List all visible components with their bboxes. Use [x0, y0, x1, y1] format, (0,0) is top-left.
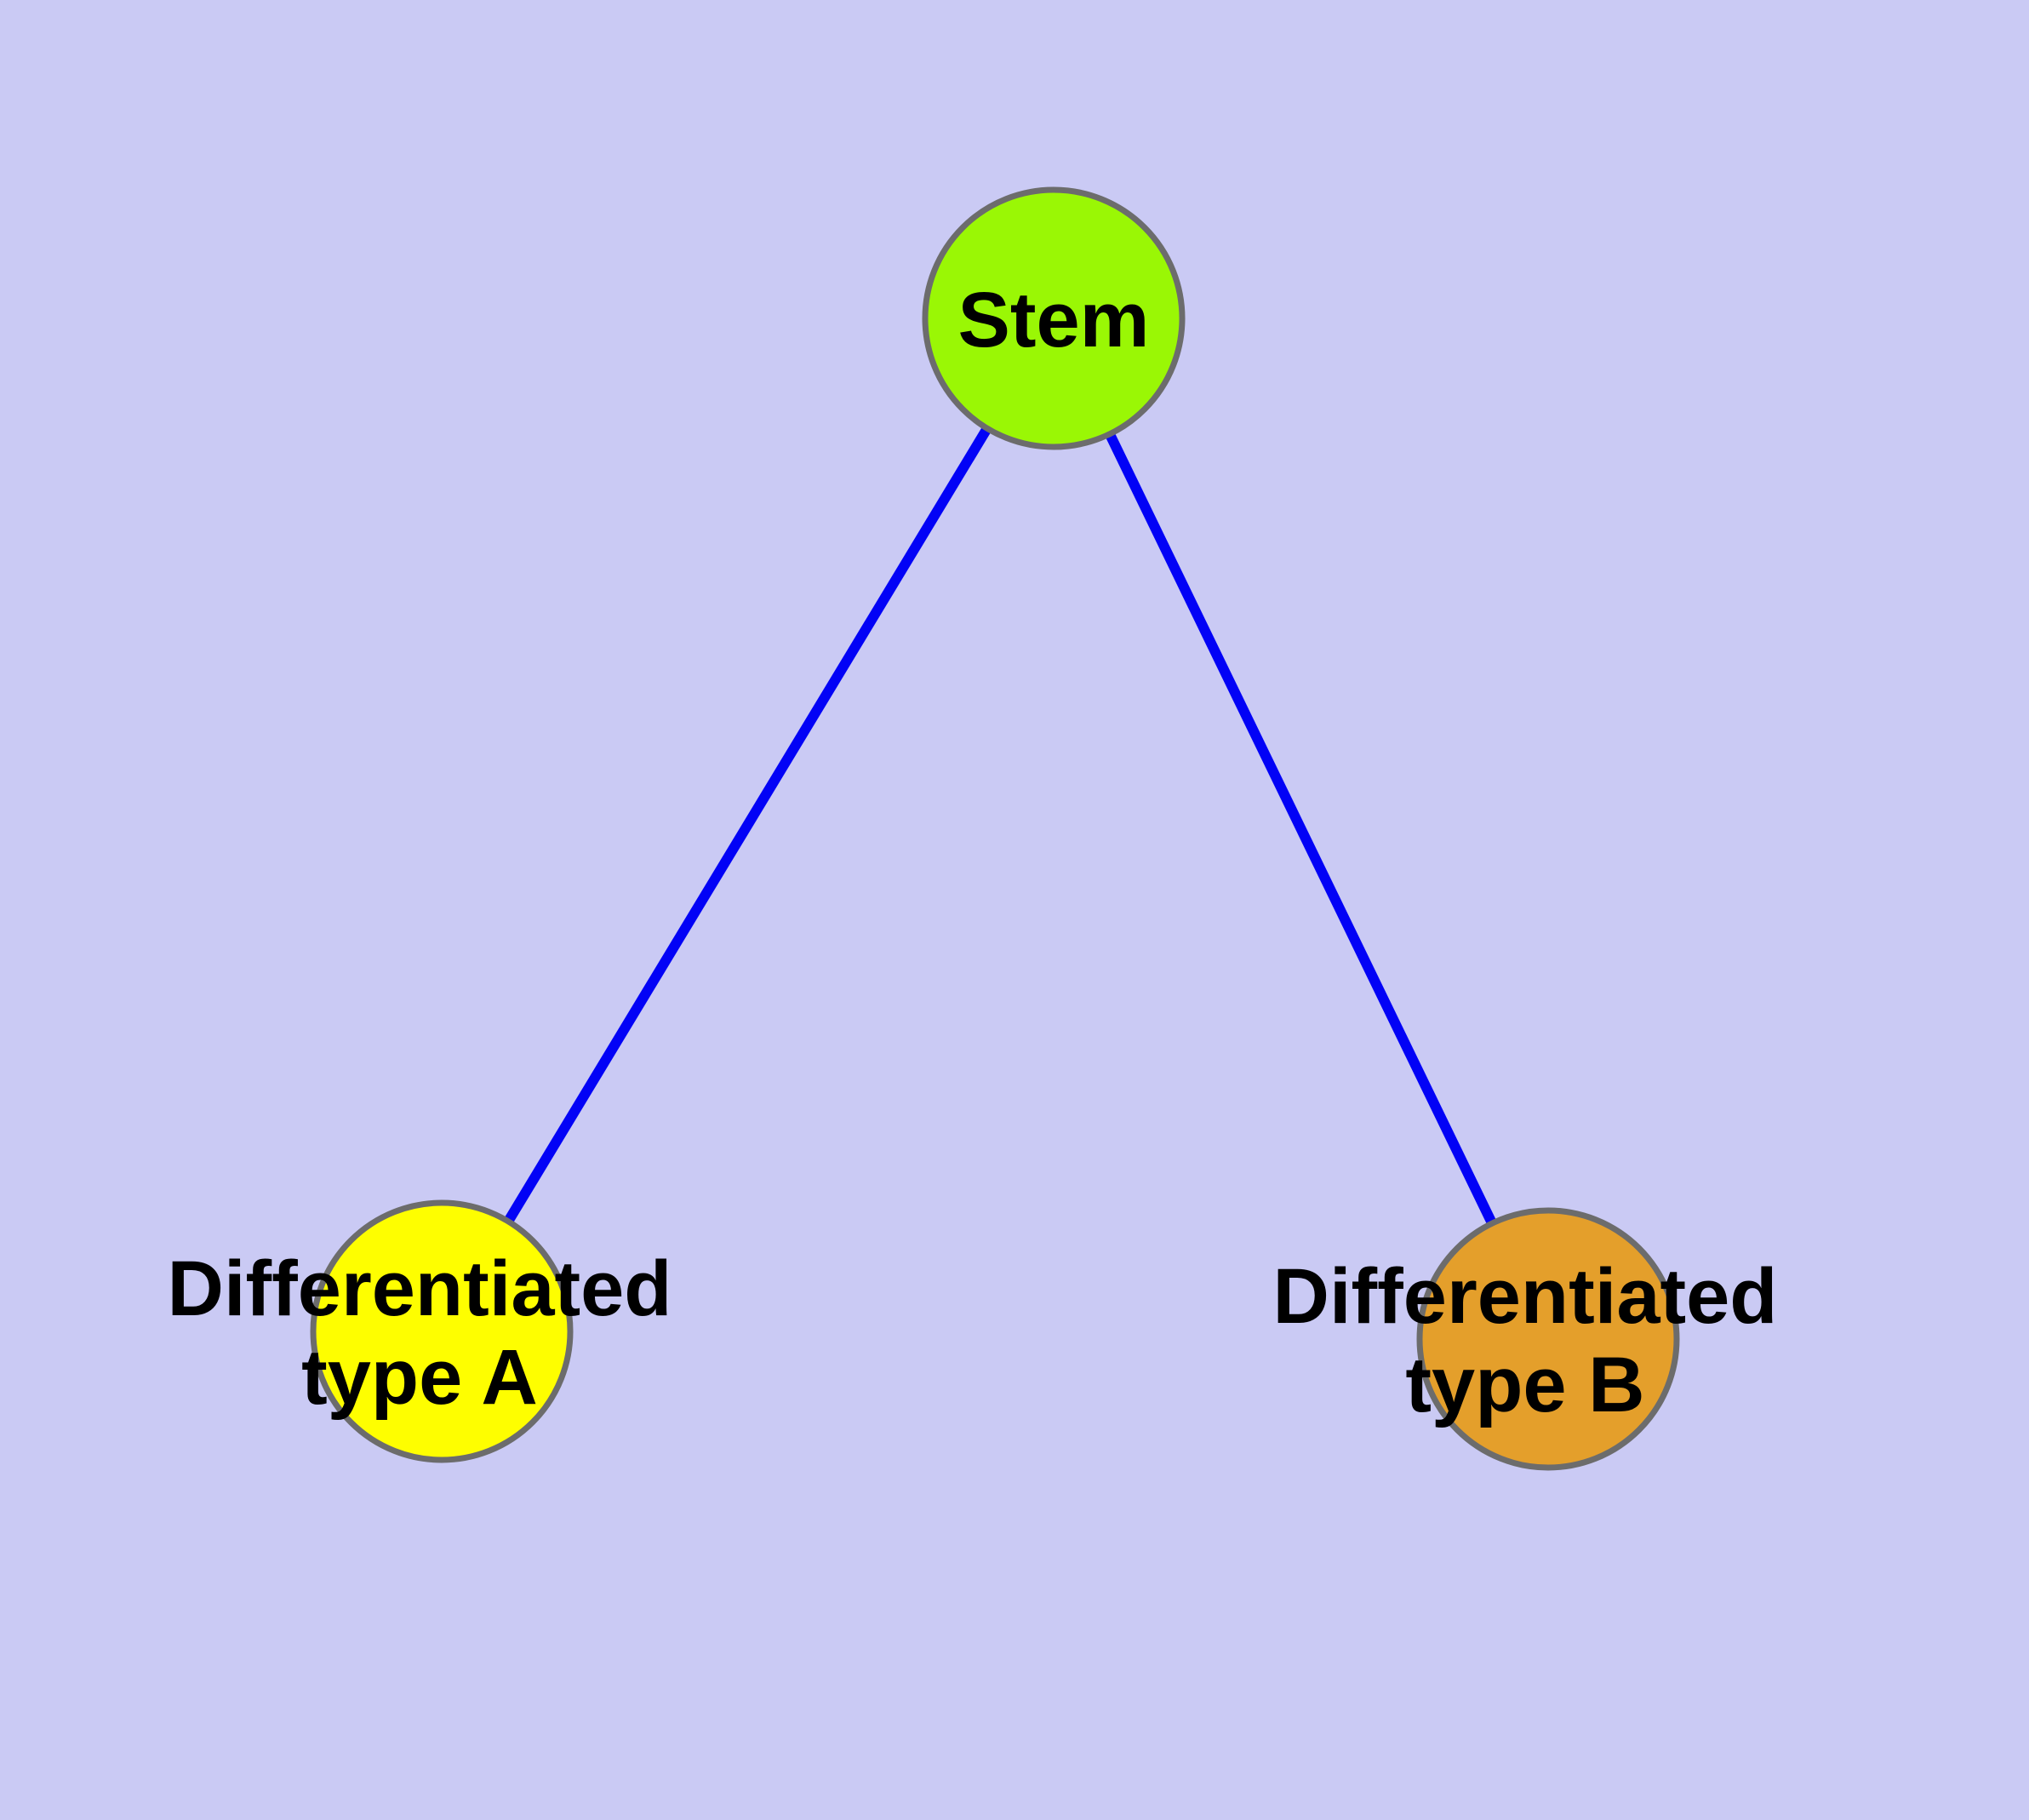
node-type-b-label-line2: type B [1405, 1342, 1644, 1428]
node-type-a-label-line2: type A [301, 1334, 538, 1421]
node-differentiated-type-b: Differentiated type B [1273, 1207, 1778, 1471]
node-type-b-label-line1: Differentiated [1273, 1253, 1778, 1340]
edge-stem-to-type-a [437, 315, 1059, 1335]
node-stem-circle [922, 186, 1186, 450]
edge-stem-to-type-b [1049, 316, 1553, 1342]
node-stem-label: Stem [958, 277, 1150, 363]
node-type-b-circle [1416, 1207, 1680, 1471]
node-type-a-label-line1: Differentiated [168, 1245, 672, 1332]
node-type-a-circle [310, 1199, 574, 1463]
node-stem: Stem [922, 186, 1186, 450]
node-differentiated-type-a: Differentiated type A [168, 1199, 672, 1463]
